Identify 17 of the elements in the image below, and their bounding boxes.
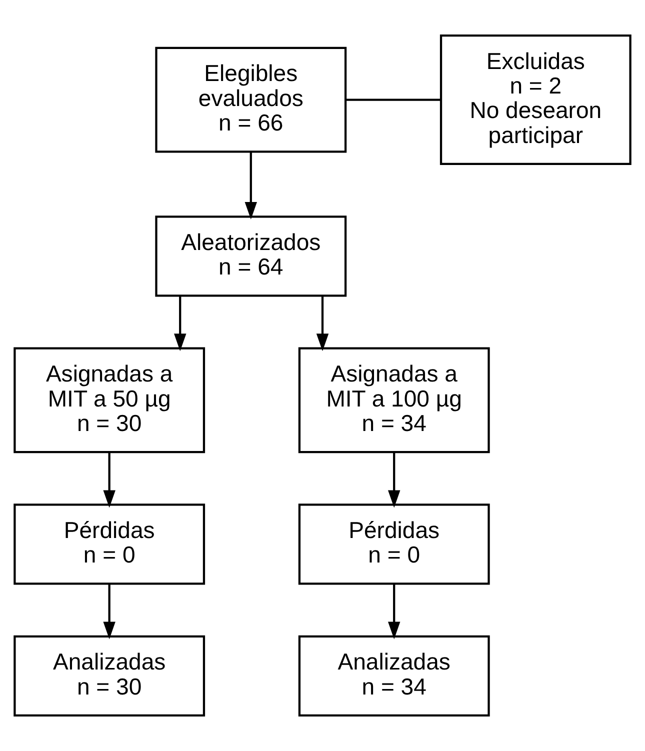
arrow — [388, 452, 400, 508]
node-box: Analizadas n = 34 — [298, 635, 490, 716]
arrow — [174, 296, 186, 352]
node-box: Elegibles evaluados n = 66 — [155, 46, 347, 153]
arrow — [388, 584, 400, 640]
node-box: Pérdidas n = 0 — [14, 504, 206, 585]
arrow — [316, 296, 329, 352]
arrow — [244, 152, 258, 220]
node-box: Aleatorizados n = 64 — [155, 216, 347, 297]
node-box: Analizadas n = 30 — [14, 635, 206, 716]
node-box: Pérdidas n = 0 — [298, 504, 490, 585]
arrow — [103, 584, 116, 640]
arrow — [103, 452, 116, 508]
node-box: Asignadas a MIT a 100 µg n = 34 — [298, 347, 490, 454]
connector — [346, 98, 441, 101]
node-box: Asignadas a MIT a 50 µg n = 30 — [14, 347, 206, 454]
node-box: Excluidas n = 2 No desearon participar — [440, 34, 632, 166]
